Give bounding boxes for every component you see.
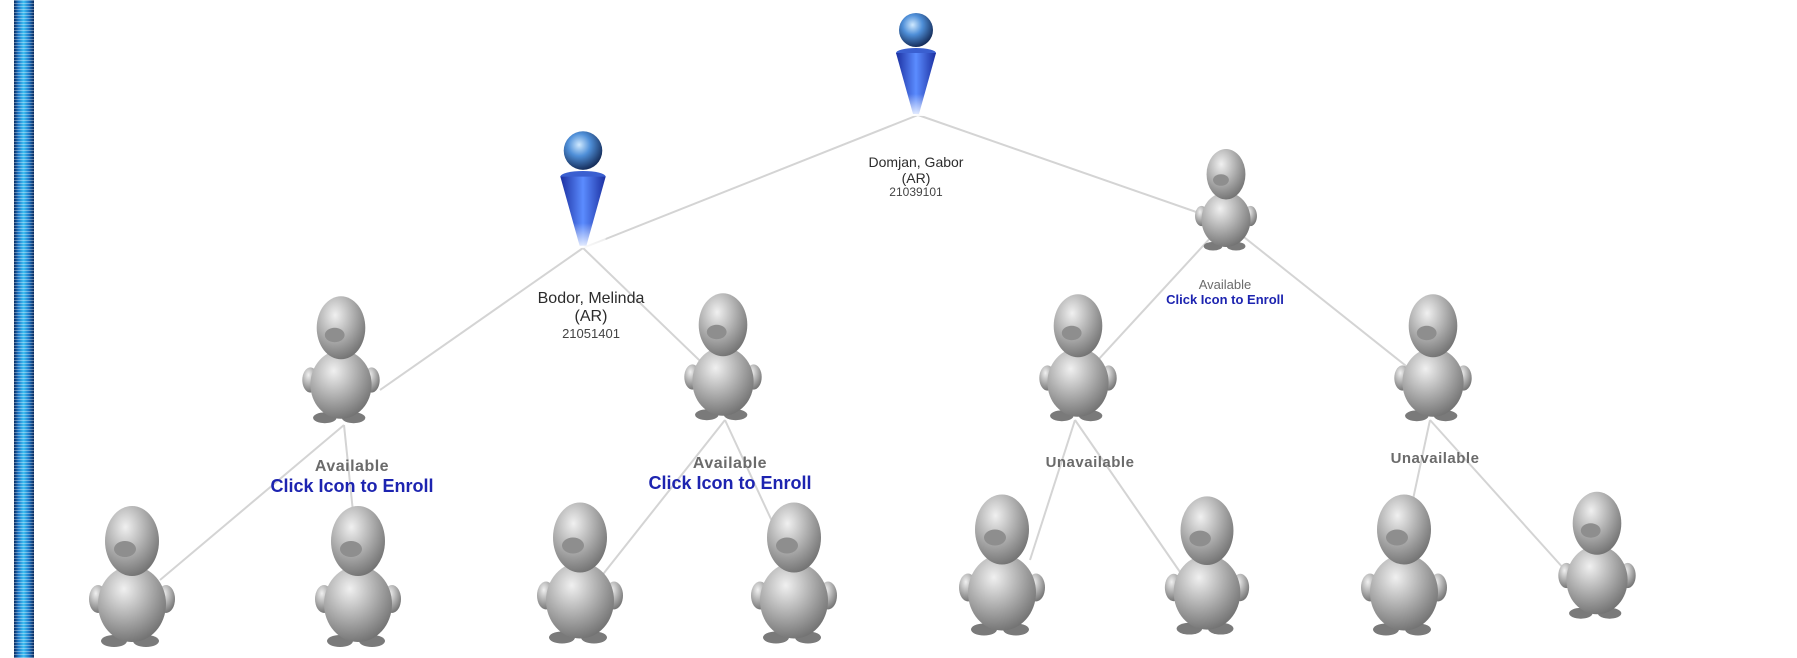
person-placeholder-icon[interactable] <box>308 490 408 658</box>
slot-label: Unavailable <box>1000 454 1180 471</box>
person-placeholder-icon[interactable] <box>82 490 182 658</box>
person-placeholder-icon[interactable] <box>744 488 844 653</box>
person-placeholder-icon[interactable] <box>1552 478 1642 628</box>
left-member-label: Bodor, Melinda (AR) 21051401 <box>511 290 671 342</box>
person-placeholder-icon[interactable] <box>1158 482 1256 644</box>
person-placeholder-icon[interactable] <box>1388 283 1478 428</box>
person-placeholder-icon[interactable] <box>678 282 768 427</box>
enroll-link[interactable]: Click Icon to Enroll <box>1125 293 1325 308</box>
member-name: Domjan, Gabor <box>846 154 986 170</box>
slot-status: Unavailable <box>1000 454 1180 471</box>
slot-status: Available <box>1125 278 1325 293</box>
member-id: 21039101 <box>846 186 986 200</box>
person-placeholder-icon[interactable] <box>530 488 630 653</box>
slot-label: Unavailable <box>1345 450 1525 467</box>
slot-status: Available <box>232 458 472 476</box>
member-rank: (AR) <box>846 170 986 186</box>
person-placeholder-icon[interactable] <box>952 480 1052 645</box>
member-rank: (AR) <box>511 308 671 326</box>
person-placeholder-icon[interactable] <box>1033 283 1123 428</box>
right-slot-label: Available Click Icon to Enroll <box>1125 278 1325 308</box>
root-member-label: Domjan, Gabor (AR) 21039101 <box>846 154 986 200</box>
member-id: 21051401 <box>511 327 671 342</box>
person-placeholder-icon[interactable] <box>1354 480 1454 645</box>
person-placeholder-icon[interactable] <box>296 285 386 430</box>
member-icon[interactable] <box>886 12 946 122</box>
slot-status: Unavailable <box>1345 450 1525 467</box>
member-icon[interactable] <box>549 130 617 255</box>
member-name: Bodor, Melinda <box>511 290 671 308</box>
slot-status: Available <box>610 455 850 473</box>
person-placeholder-icon[interactable] <box>1190 138 1262 258</box>
